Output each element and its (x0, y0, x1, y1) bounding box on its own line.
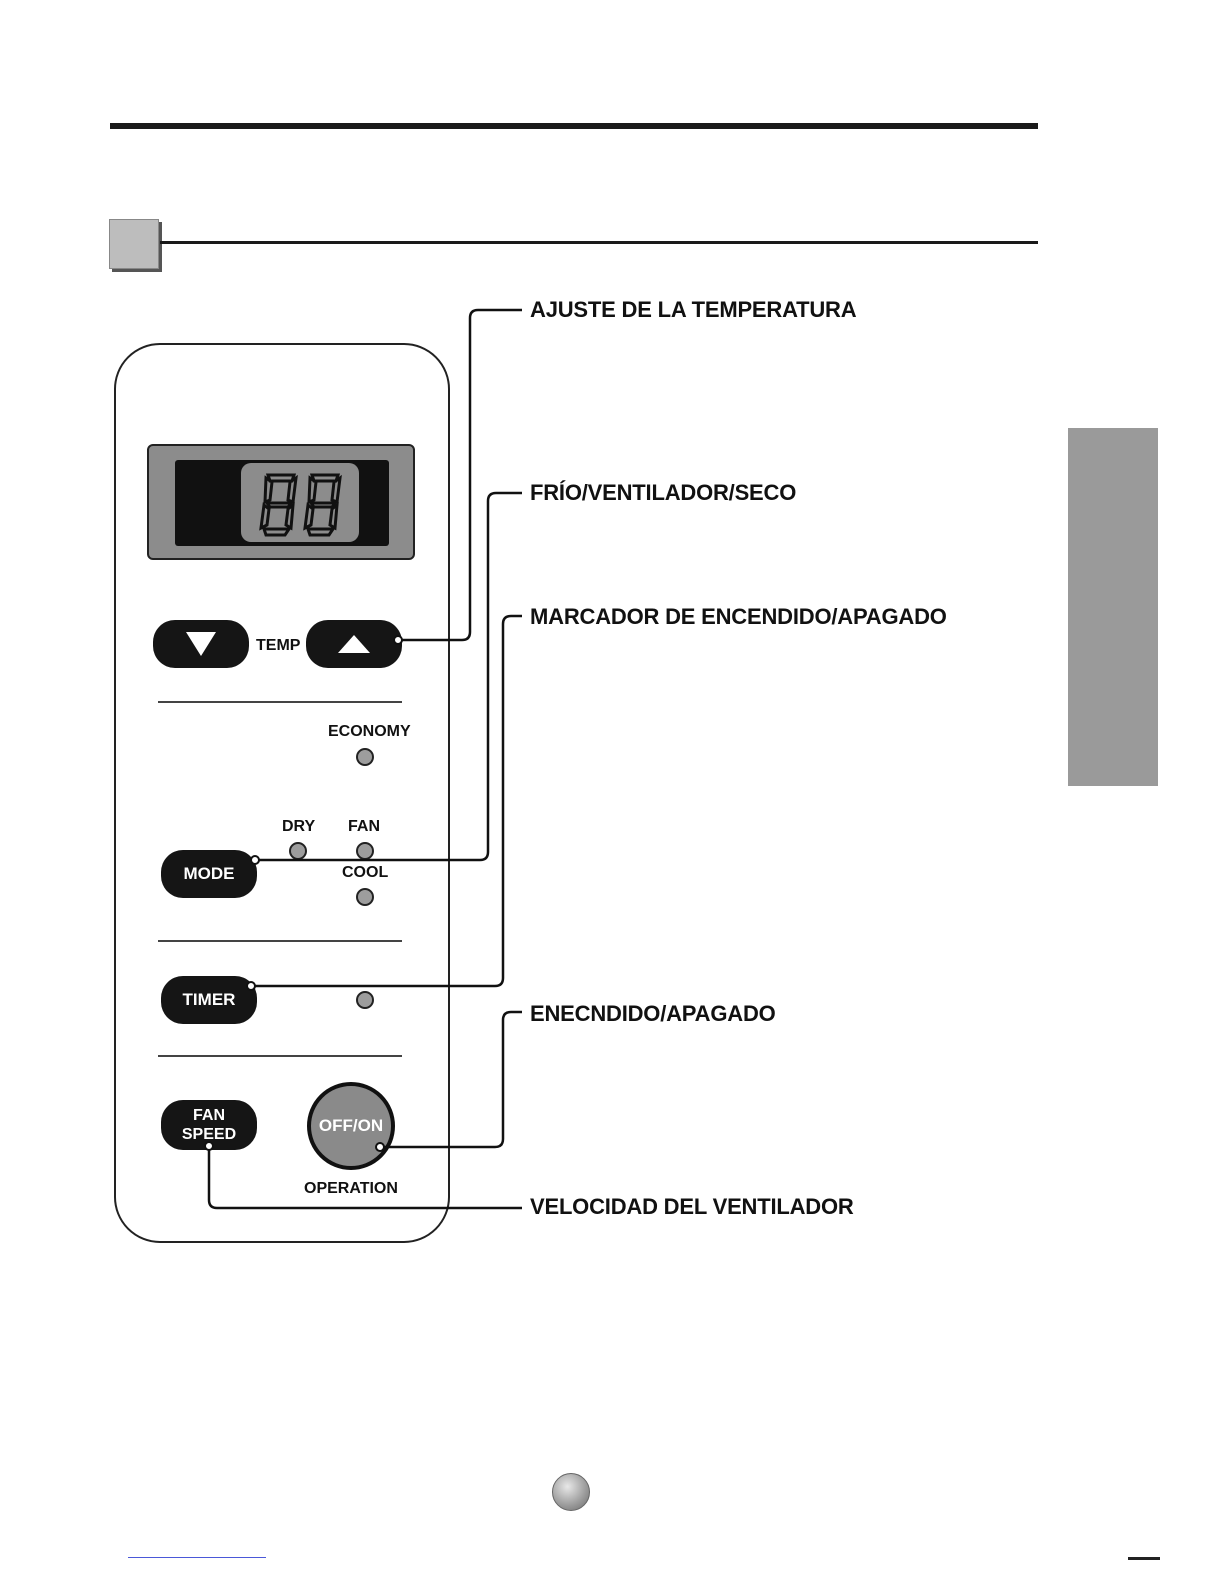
callout-dot (247, 982, 255, 990)
callout-dot (205, 1142, 213, 1150)
callout-dot (376, 1143, 384, 1151)
callout-mode: FRÍO/VENTILADOR/SECO (530, 480, 796, 506)
callout-temperature: AJUSTE DE LA TEMPERATURA (530, 297, 856, 323)
callout-dot (394, 636, 402, 644)
callout-dot (251, 856, 259, 864)
callout-timer: MARCADOR DE ENCENDIDO/APAGADO (530, 604, 947, 630)
callout-fan-speed: VELOCIDAD DEL VENTILADOR (530, 1194, 854, 1220)
footer-mark (1128, 1557, 1160, 1560)
footer-link-line (128, 1557, 266, 1558)
callout-power: ENECNDIDO/APAGADO (530, 1001, 776, 1027)
page-number-badge (552, 1473, 590, 1511)
